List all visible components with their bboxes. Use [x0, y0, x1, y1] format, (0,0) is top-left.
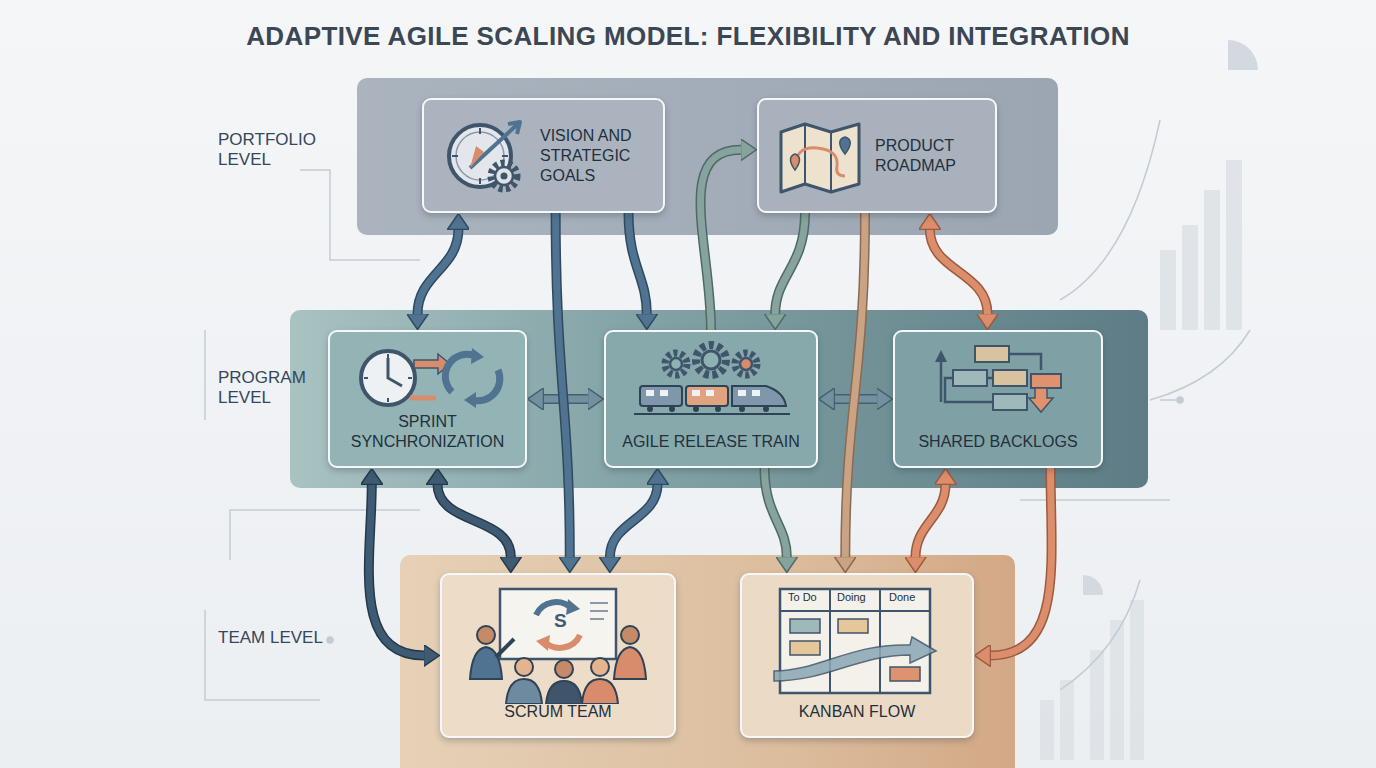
box-label: SCRUM TEAM	[448, 702, 668, 722]
process-box: SCRUM TEAM S	[440, 573, 676, 738]
level-label: PROGRAM LEVEL	[218, 368, 338, 409]
level-label: TEAM LEVEL	[218, 628, 338, 648]
level-label: PORTFOLIO LEVEL	[218, 130, 338, 171]
level-band: PROGRAM LEVEL SPRINT SYNCHRONIZATION AGI…	[290, 310, 1148, 488]
compass-gear-icon	[440, 116, 532, 200]
level-band: TEAM LEVEL SCRUM TEAMS KANBAN FLOWTo DoD…	[400, 555, 1015, 768]
clock-cycle-icon	[348, 342, 508, 412]
box-label: KANBAN FLOW	[748, 702, 966, 722]
level-band: PORTFOLIO LEVEL VISION AND STRATEGIC GOA…	[357, 78, 1058, 235]
team-board-icon	[440, 579, 676, 704]
kanban-column-label: Done	[889, 591, 915, 603]
kanban-column-label: Doing	[837, 591, 866, 603]
process-box: VISION AND STRATEGIC GOALS	[422, 98, 665, 213]
diagram-title: ADAPTIVE AGILE SCALING MODEL: FLEXIBILIT…	[0, 21, 1376, 52]
flowchart-icon	[923, 340, 1073, 420]
process-box: AGILE RELEASE TRAIN	[604, 330, 818, 468]
connector-arrow	[418, 229, 459, 314]
box-label: AGILE RELEASE TRAIN	[612, 432, 810, 452]
box-label: SHARED BACKLOGS	[901, 432, 1095, 452]
process-box: KANBAN FLOW To Do Doing Done	[740, 573, 974, 738]
scrum-letter: S	[554, 610, 567, 632]
connector-arrow	[437, 484, 510, 557]
kanban-column-label: To Do	[788, 591, 817, 603]
box-label: VISION AND STRATEGIC GOALS	[540, 126, 652, 186]
process-box: PRODUCT ROADMAP	[757, 98, 997, 213]
connector-arrow	[610, 484, 658, 557]
process-box: SPRINT SYNCHRONIZATION	[328, 330, 527, 468]
gear-train-icon	[626, 340, 796, 420]
connector-arrow	[916, 484, 946, 557]
box-label: SPRINT SYNCHRONIZATION	[336, 412, 519, 452]
connector-arrow	[930, 229, 988, 314]
box-label: PRODUCT ROADMAP	[875, 136, 987, 176]
map-icon	[775, 118, 867, 198]
process-box: SHARED BACKLOGS	[893, 330, 1103, 468]
